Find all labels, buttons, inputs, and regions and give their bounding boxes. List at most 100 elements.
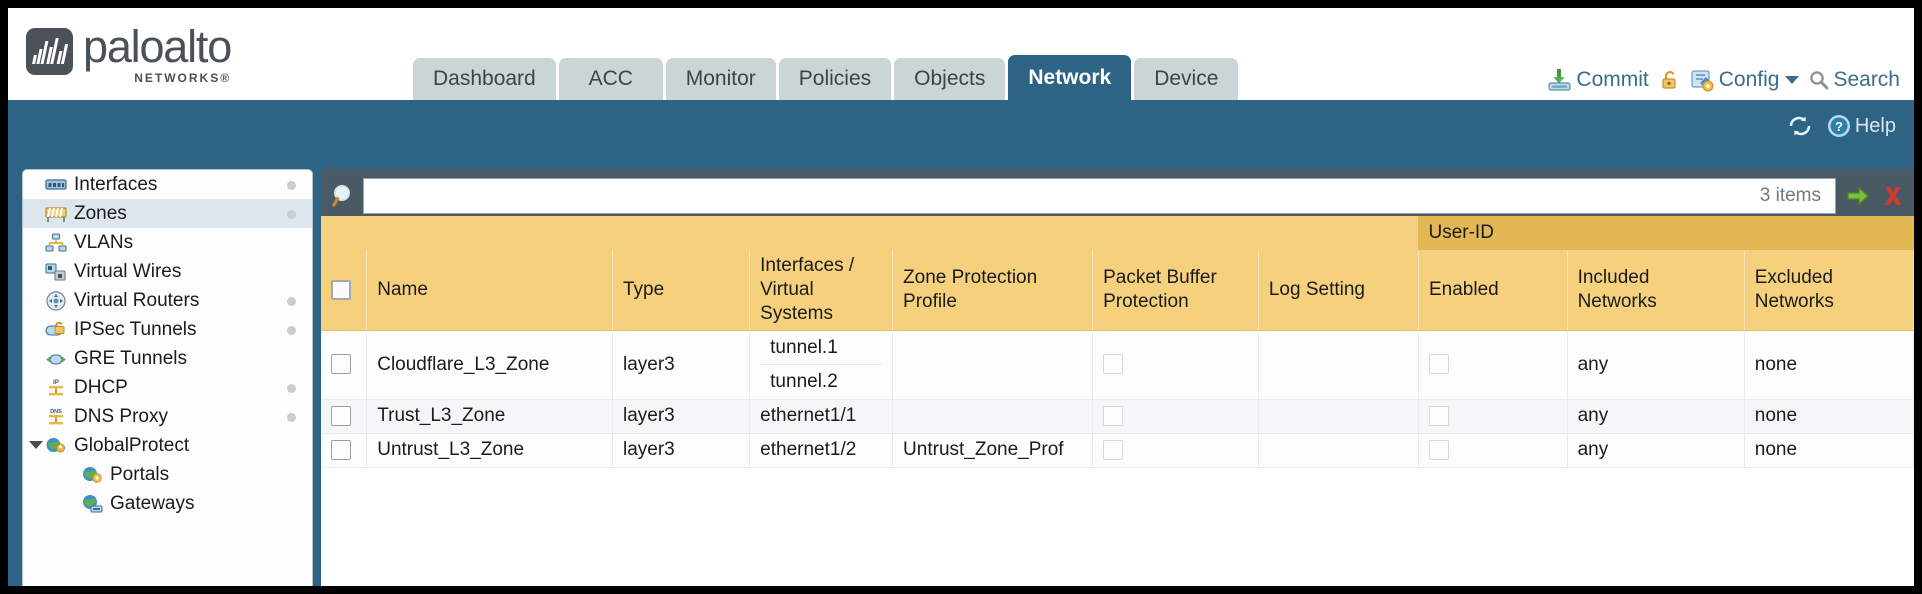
cell-name[interactable]: Untrust_L3_Zone [366, 433, 613, 468]
svg-text:IP: IP [53, 380, 59, 386]
table-header-row: Name Type Interfaces / Virtual Systems Z… [321, 250, 1914, 331]
tab-dashboard[interactable]: Dashboard [413, 58, 556, 100]
cell-userid-enabled[interactable] [1418, 399, 1568, 434]
tab-network[interactable]: Network [1008, 55, 1132, 100]
cell-interfaces: tunnel.1 tunnel.2 [749, 330, 894, 400]
sidebar-item-dhcp[interactable]: IP DHCP [23, 373, 312, 402]
sidebar-item-interfaces[interactable]: Interfaces [23, 170, 312, 199]
column-header-name[interactable]: Name [366, 250, 613, 331]
sidebar-item-virtual-routers[interactable]: Virtual Routers [23, 286, 312, 315]
apply-filter-icon[interactable] [1845, 183, 1871, 209]
cell-packet-buffer-protection[interactable] [1092, 330, 1259, 400]
userid-enabled-checkbox[interactable] [1428, 405, 1449, 426]
status-dot [287, 413, 296, 422]
commit-button[interactable]: Commit [1547, 68, 1649, 92]
tab-monitor[interactable]: Monitor [665, 58, 776, 100]
column-header-zone-protection-profile[interactable]: Zone Protection Profile [892, 250, 1094, 331]
cell-excluded-networks: none [1744, 433, 1914, 468]
search-button[interactable]: Search [1809, 68, 1900, 92]
sidebar-item-ipsec-tunnels[interactable]: IPSec Tunnels [23, 315, 312, 344]
search-input[interactable] [372, 185, 1760, 206]
cell-packet-buffer-protection[interactable] [1092, 399, 1259, 434]
cell-excluded-networks: none [1744, 399, 1914, 434]
chevron-down-icon [1785, 76, 1800, 84]
group-header-spacer [321, 216, 1419, 250]
filter-bar: 3 items [321, 169, 1914, 216]
sidebar-item-label: Zones [74, 202, 127, 224]
cell-name[interactable]: Cloudflare_L3_Zone [366, 330, 613, 400]
sidebar-item-label: Portals [110, 463, 170, 485]
sidebar-item-vlans[interactable]: VLANs [23, 228, 312, 257]
expander-triangle-icon[interactable] [29, 441, 43, 449]
main-body: Interfaces Zones [8, 169, 1914, 586]
table-row[interactable]: Untrust_L3_Zone layer3 ethernet1/2 Untru… [321, 433, 1914, 468]
sidebar-item-virtual-wires[interactable]: Virtual Wires [23, 257, 312, 286]
lock-icon[interactable] [1659, 69, 1681, 91]
row-checkbox[interactable] [331, 405, 351, 426]
cell-userid-enabled[interactable] [1418, 433, 1568, 468]
table-row[interactable]: Cloudflare_L3_Zone layer3 tunnel.1 tunne… [321, 330, 1914, 400]
dhcp-icon: IP [45, 378, 67, 398]
sidebar-item-gre-tunnels[interactable]: GRE Tunnels [23, 344, 312, 373]
sidebar-item-label: Virtual Wires [74, 260, 182, 282]
column-header-enabled[interactable]: Enabled [1418, 250, 1568, 331]
column-header-excluded-networks[interactable]: Excluded Networks [1744, 250, 1914, 331]
tab-device[interactable]: Device [1134, 58, 1239, 100]
select-all-checkbox[interactable] [331, 279, 351, 300]
magnifier-icon[interactable] [331, 183, 357, 209]
sidebar-item-gateways[interactable]: Gateways [23, 489, 312, 518]
cell-userid-enabled[interactable] [1418, 330, 1568, 400]
userid-enabled-checkbox[interactable] [1428, 354, 1449, 375]
clear-filter-icon[interactable] [1880, 183, 1906, 209]
help-button[interactable]: ? Help [1827, 114, 1896, 138]
row-select-cell[interactable] [321, 433, 368, 468]
config-icon [1691, 69, 1715, 92]
cell-zone-protection-profile: Untrust_Zone_Prof [892, 433, 1094, 468]
vlans-icon [45, 233, 67, 253]
sidebar-item-label: GRE Tunnels [74, 347, 187, 369]
tab-acc[interactable]: ACC [558, 58, 663, 100]
interface-entry: tunnel.2 [770, 370, 838, 392]
row-checkbox[interactable] [331, 439, 351, 460]
userid-enabled-checkbox[interactable] [1428, 439, 1449, 460]
tab-policies[interactable]: Policies [778, 58, 892, 100]
sidebar-item-portals[interactable]: Portals [23, 460, 312, 489]
brand-subtitle: NETWORKS® [134, 71, 232, 85]
packet-buffer-protection-checkbox[interactable] [1103, 405, 1124, 426]
cell-packet-buffer-protection[interactable] [1092, 433, 1259, 468]
paloalto-web-ui: paloalto NETWORKS® Dashboard ACC Monitor… [8, 8, 1914, 586]
refresh-icon[interactable] [1787, 114, 1813, 138]
sidebar-item-globalprotect[interactable]: GlobalProtect [23, 431, 312, 460]
sidebar-item-label: Virtual Routers [74, 289, 200, 311]
search-field-wrapper[interactable]: 3 items [363, 177, 1836, 214]
cell-log-setting [1258, 433, 1419, 468]
packet-buffer-protection-checkbox[interactable] [1103, 439, 1124, 460]
status-dot [287, 297, 296, 306]
cell-type: layer3 [612, 330, 751, 400]
config-menu[interactable]: Config [1691, 68, 1804, 92]
column-header-included-networks[interactable]: Included Networks [1567, 250, 1745, 331]
column-header-log-setting[interactable]: Log Setting [1258, 250, 1419, 331]
row-checkbox[interactable] [331, 354, 351, 375]
brand-name: paloalto [83, 21, 232, 72]
commit-icon [1547, 68, 1572, 92]
cell-excluded-networks: none [1744, 330, 1914, 400]
select-all-header[interactable] [321, 250, 368, 331]
table-row[interactable]: Trust_L3_Zone layer3 ethernet1/1 a [321, 399, 1914, 434]
sidebar-item-dns-proxy[interactable]: DNS DNS Proxy [23, 402, 312, 431]
sub-toolbar: ? Help [8, 100, 1914, 169]
globalprotect-icon [45, 436, 67, 456]
gateways-icon [81, 494, 103, 514]
packet-buffer-protection-checkbox[interactable] [1103, 354, 1124, 375]
sidebar-item-label: VLANs [74, 231, 134, 253]
tab-objects[interactable]: Objects [894, 58, 1006, 100]
cell-name[interactable]: Trust_L3_Zone [366, 399, 613, 434]
row-select-cell[interactable] [321, 399, 368, 434]
sidebar-item-zones[interactable]: Zones [23, 199, 312, 228]
column-header-interfaces[interactable]: Interfaces / Virtual Systems [749, 250, 894, 331]
column-header-packet-buffer-protection[interactable]: Packet Buffer Protection [1092, 250, 1259, 331]
column-header-type[interactable]: Type [612, 250, 751, 331]
zones-table: User-ID Name Type Interfaces / Virtual S… [321, 216, 1914, 468]
row-select-cell[interactable] [321, 330, 368, 400]
main-nav-tabs: Dashboard ACC Monitor Policies Objects N… [413, 55, 1241, 100]
